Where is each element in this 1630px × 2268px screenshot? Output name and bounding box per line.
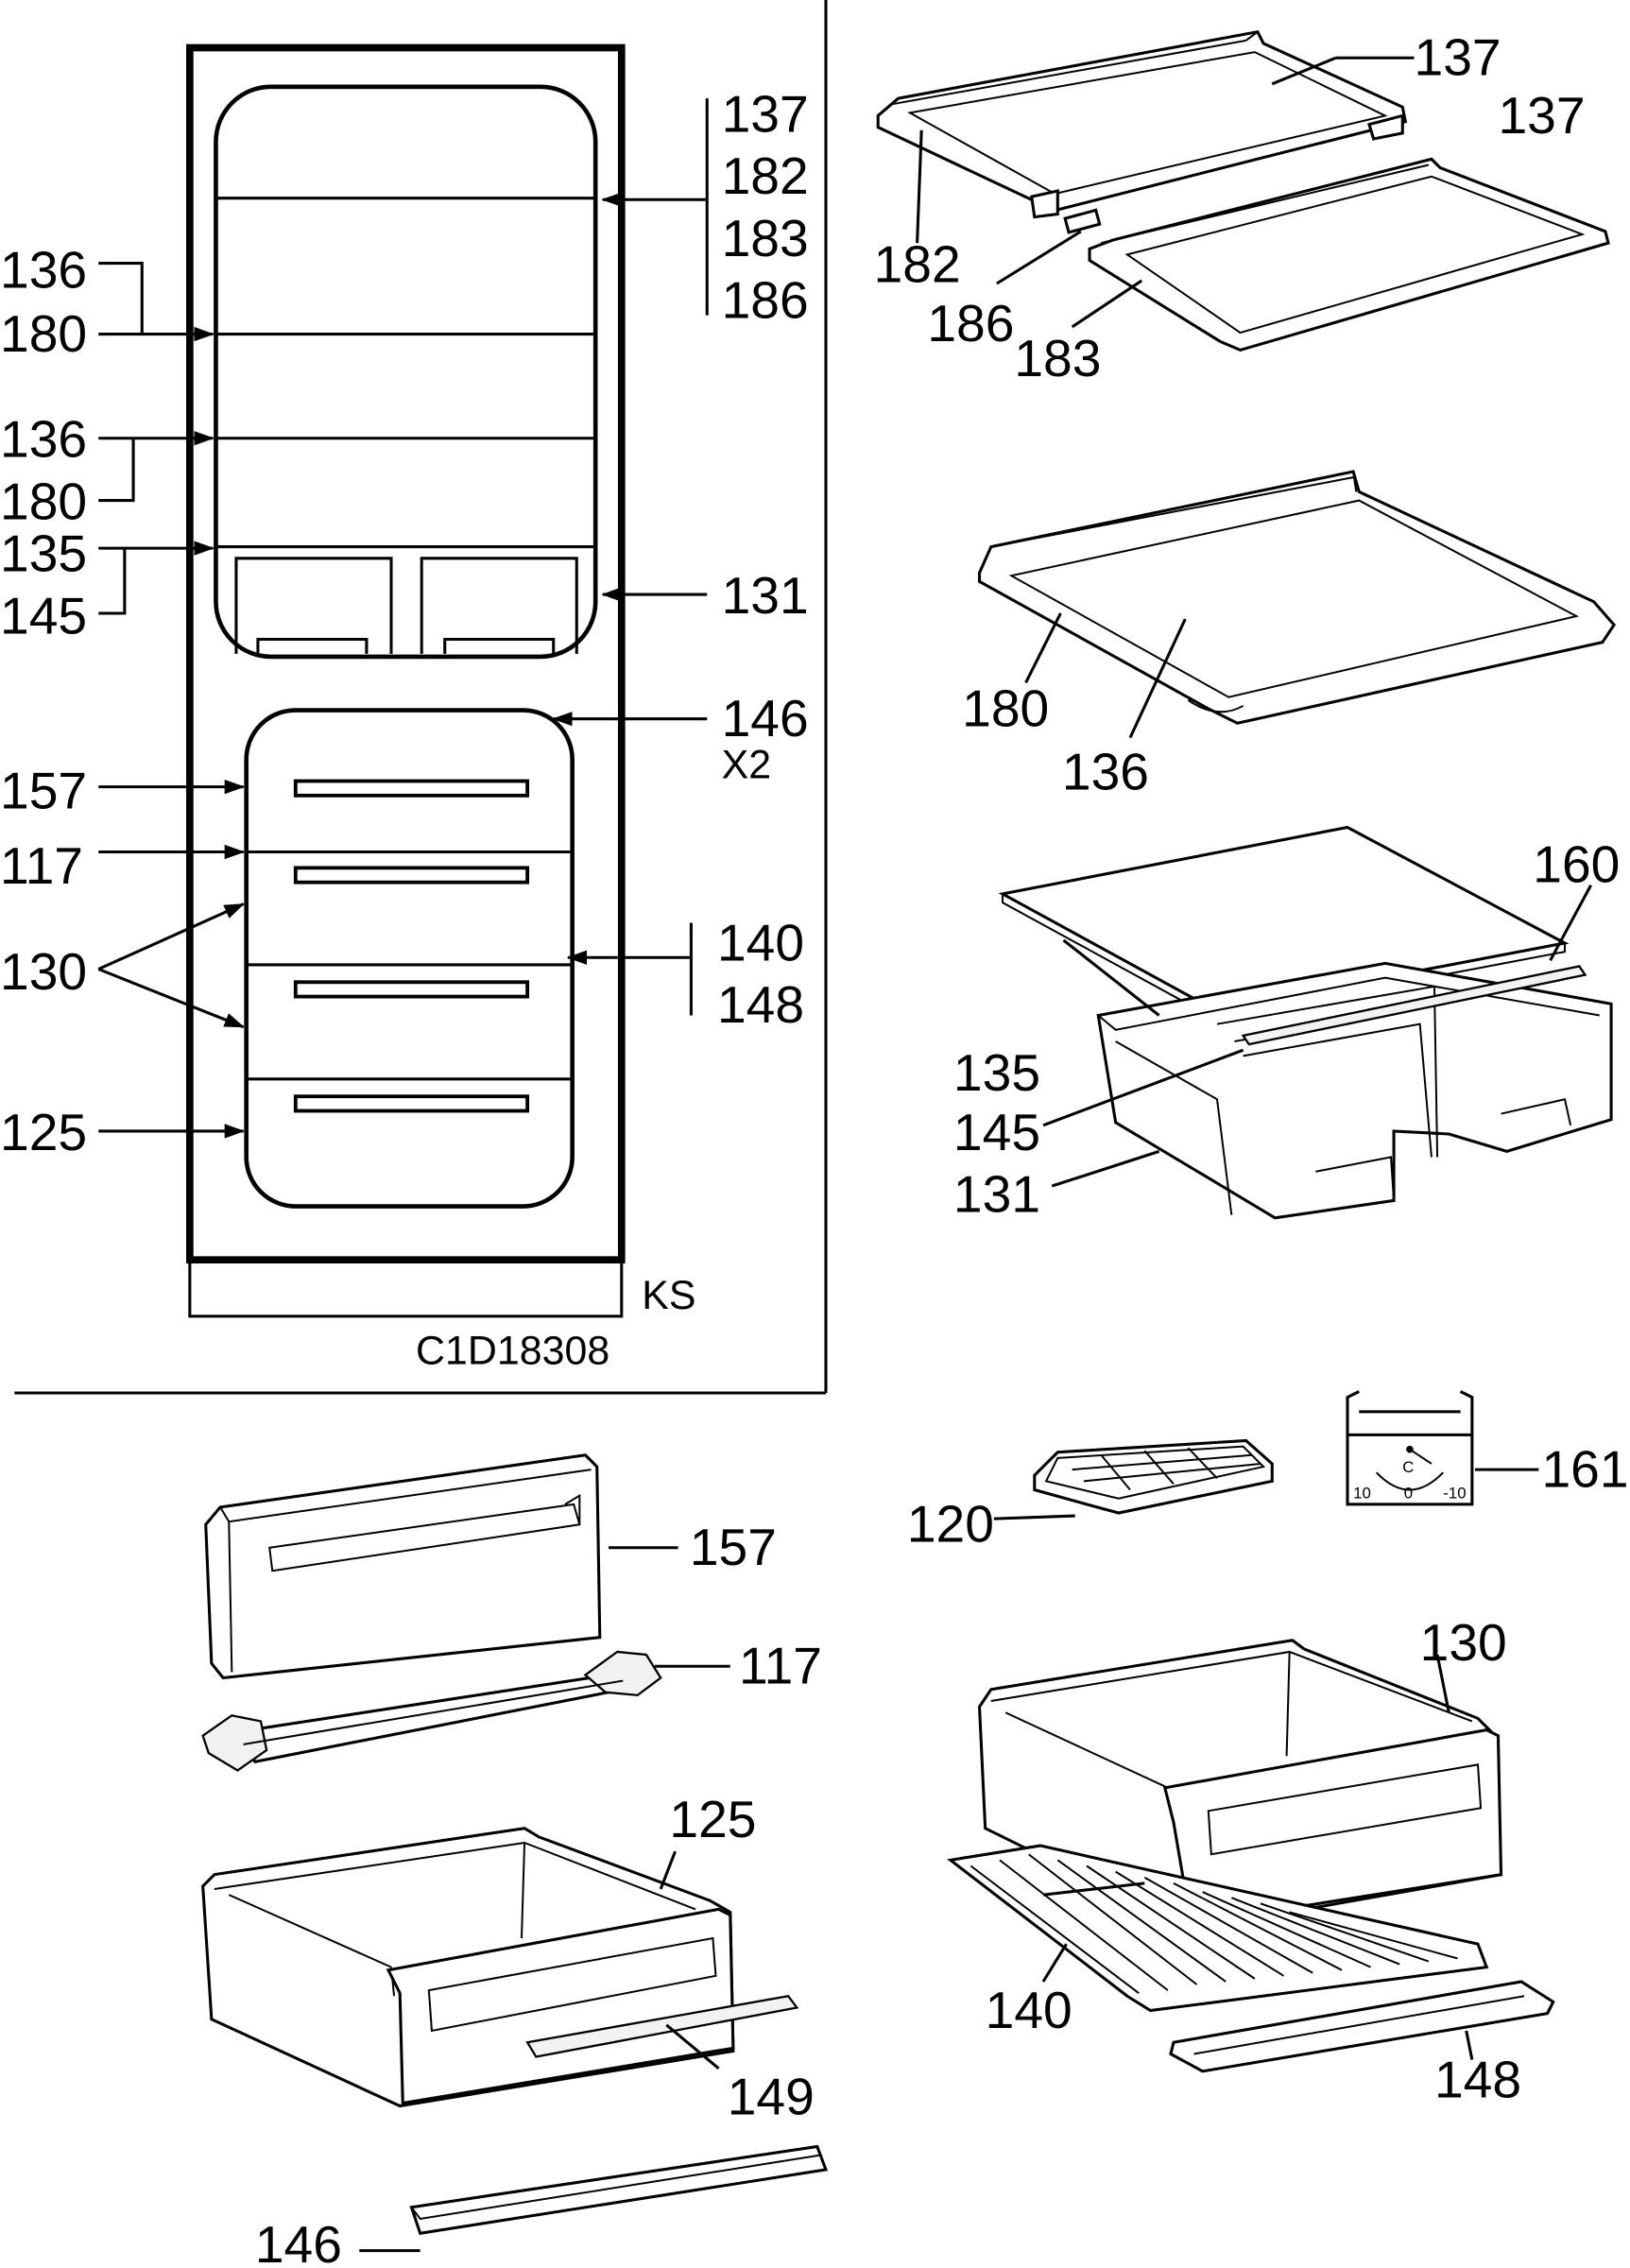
callout-137-second: 137 — [1498, 86, 1585, 145]
callout-137: 137 — [722, 84, 809, 143]
callout-183: 183 — [722, 209, 809, 267]
callout-145: 145 — [0, 586, 87, 644]
callout-130-drawer: 130 — [1420, 1613, 1507, 1672]
callout-137-top: 137 — [1415, 28, 1501, 87]
ice-tray-120: 120 — [907, 1438, 1274, 1554]
callout-180-a: 180 — [0, 304, 87, 363]
callout-157: 157 — [0, 762, 87, 820]
callout-130: 130 — [0, 942, 87, 1001]
callout-183-shelf: 183 — [1014, 329, 1101, 387]
callout-120: 120 — [907, 1495, 994, 1554]
callout-146-strip: 146 — [255, 2215, 342, 2268]
drawing-code: C1D18308 — [416, 1328, 609, 1373]
callout-140: 140 — [717, 913, 804, 971]
callout-148-bar: 148 — [1434, 2050, 1521, 2108]
drawer-front-group: 157 117 — [201, 1453, 822, 1772]
callout-180-shelf: 180 — [962, 679, 1049, 737]
strip-146: 146 — [255, 2144, 829, 2268]
multiplier-label: X2 — [722, 743, 771, 788]
callout-182: 182 — [722, 146, 809, 205]
callout-160: 160 — [1533, 835, 1620, 894]
fridge-cabinet-outline — [186, 43, 626, 1318]
callout-149: 149 — [728, 2068, 815, 2126]
callout-117: 117 — [0, 836, 83, 895]
callout-180-b: 180 — [0, 472, 87, 531]
door-shelf-group: 137 137 182 186 183 — [874, 28, 1610, 387]
callout-136-a: 136 — [0, 241, 87, 300]
callout-125: 125 — [0, 1103, 87, 1161]
thermometer-scale-right: -10 — [1443, 1485, 1466, 1503]
callout-148: 148 — [717, 975, 804, 1034]
callout-161: 161 — [1541, 1440, 1628, 1499]
model-tag: KS — [642, 1273, 695, 1318]
callout-135-crisper: 135 — [953, 1043, 1040, 1102]
callout-186: 186 — [722, 271, 809, 330]
glass-shelf-group: 180 136 — [962, 470, 1617, 801]
thermometer-scale-mid: 0 — [1404, 1485, 1413, 1503]
callout-145-crisper: 145 — [953, 1103, 1040, 1161]
thermometer-scale-left: 10 — [1353, 1485, 1371, 1503]
callout-117-rail: 117 — [739, 1637, 822, 1695]
callout-182-shelf: 182 — [874, 235, 961, 294]
callout-136-shelf: 136 — [1062, 743, 1149, 801]
drawer-125-group: 125 149 — [201, 1790, 815, 2126]
callout-131: 131 — [722, 566, 809, 625]
callout-146: 146 — [722, 689, 809, 747]
drawer-130-group: 130 140 148 — [947, 1613, 1555, 2108]
callout-125-drawer: 125 — [669, 1790, 756, 1848]
callout-140-grid: 140 — [986, 1981, 1072, 2039]
callout-131-crisper: 131 — [953, 1165, 1040, 1224]
crisper-group: 160 135 145 131 — [953, 825, 1620, 1224]
callout-135: 135 — [0, 524, 87, 583]
thermometer-161: C 10 0 -10 161 — [1346, 1390, 1629, 1506]
callout-136-b: 136 — [0, 410, 87, 469]
overview-panel: 137 182 183 186 131 146 X2 140 148 136 1… — [0, 0, 828, 1395]
thermometer-unit: C — [1402, 1458, 1414, 1476]
callout-186-clip: 186 — [927, 294, 1014, 352]
callout-157-front: 157 — [690, 1518, 777, 1576]
